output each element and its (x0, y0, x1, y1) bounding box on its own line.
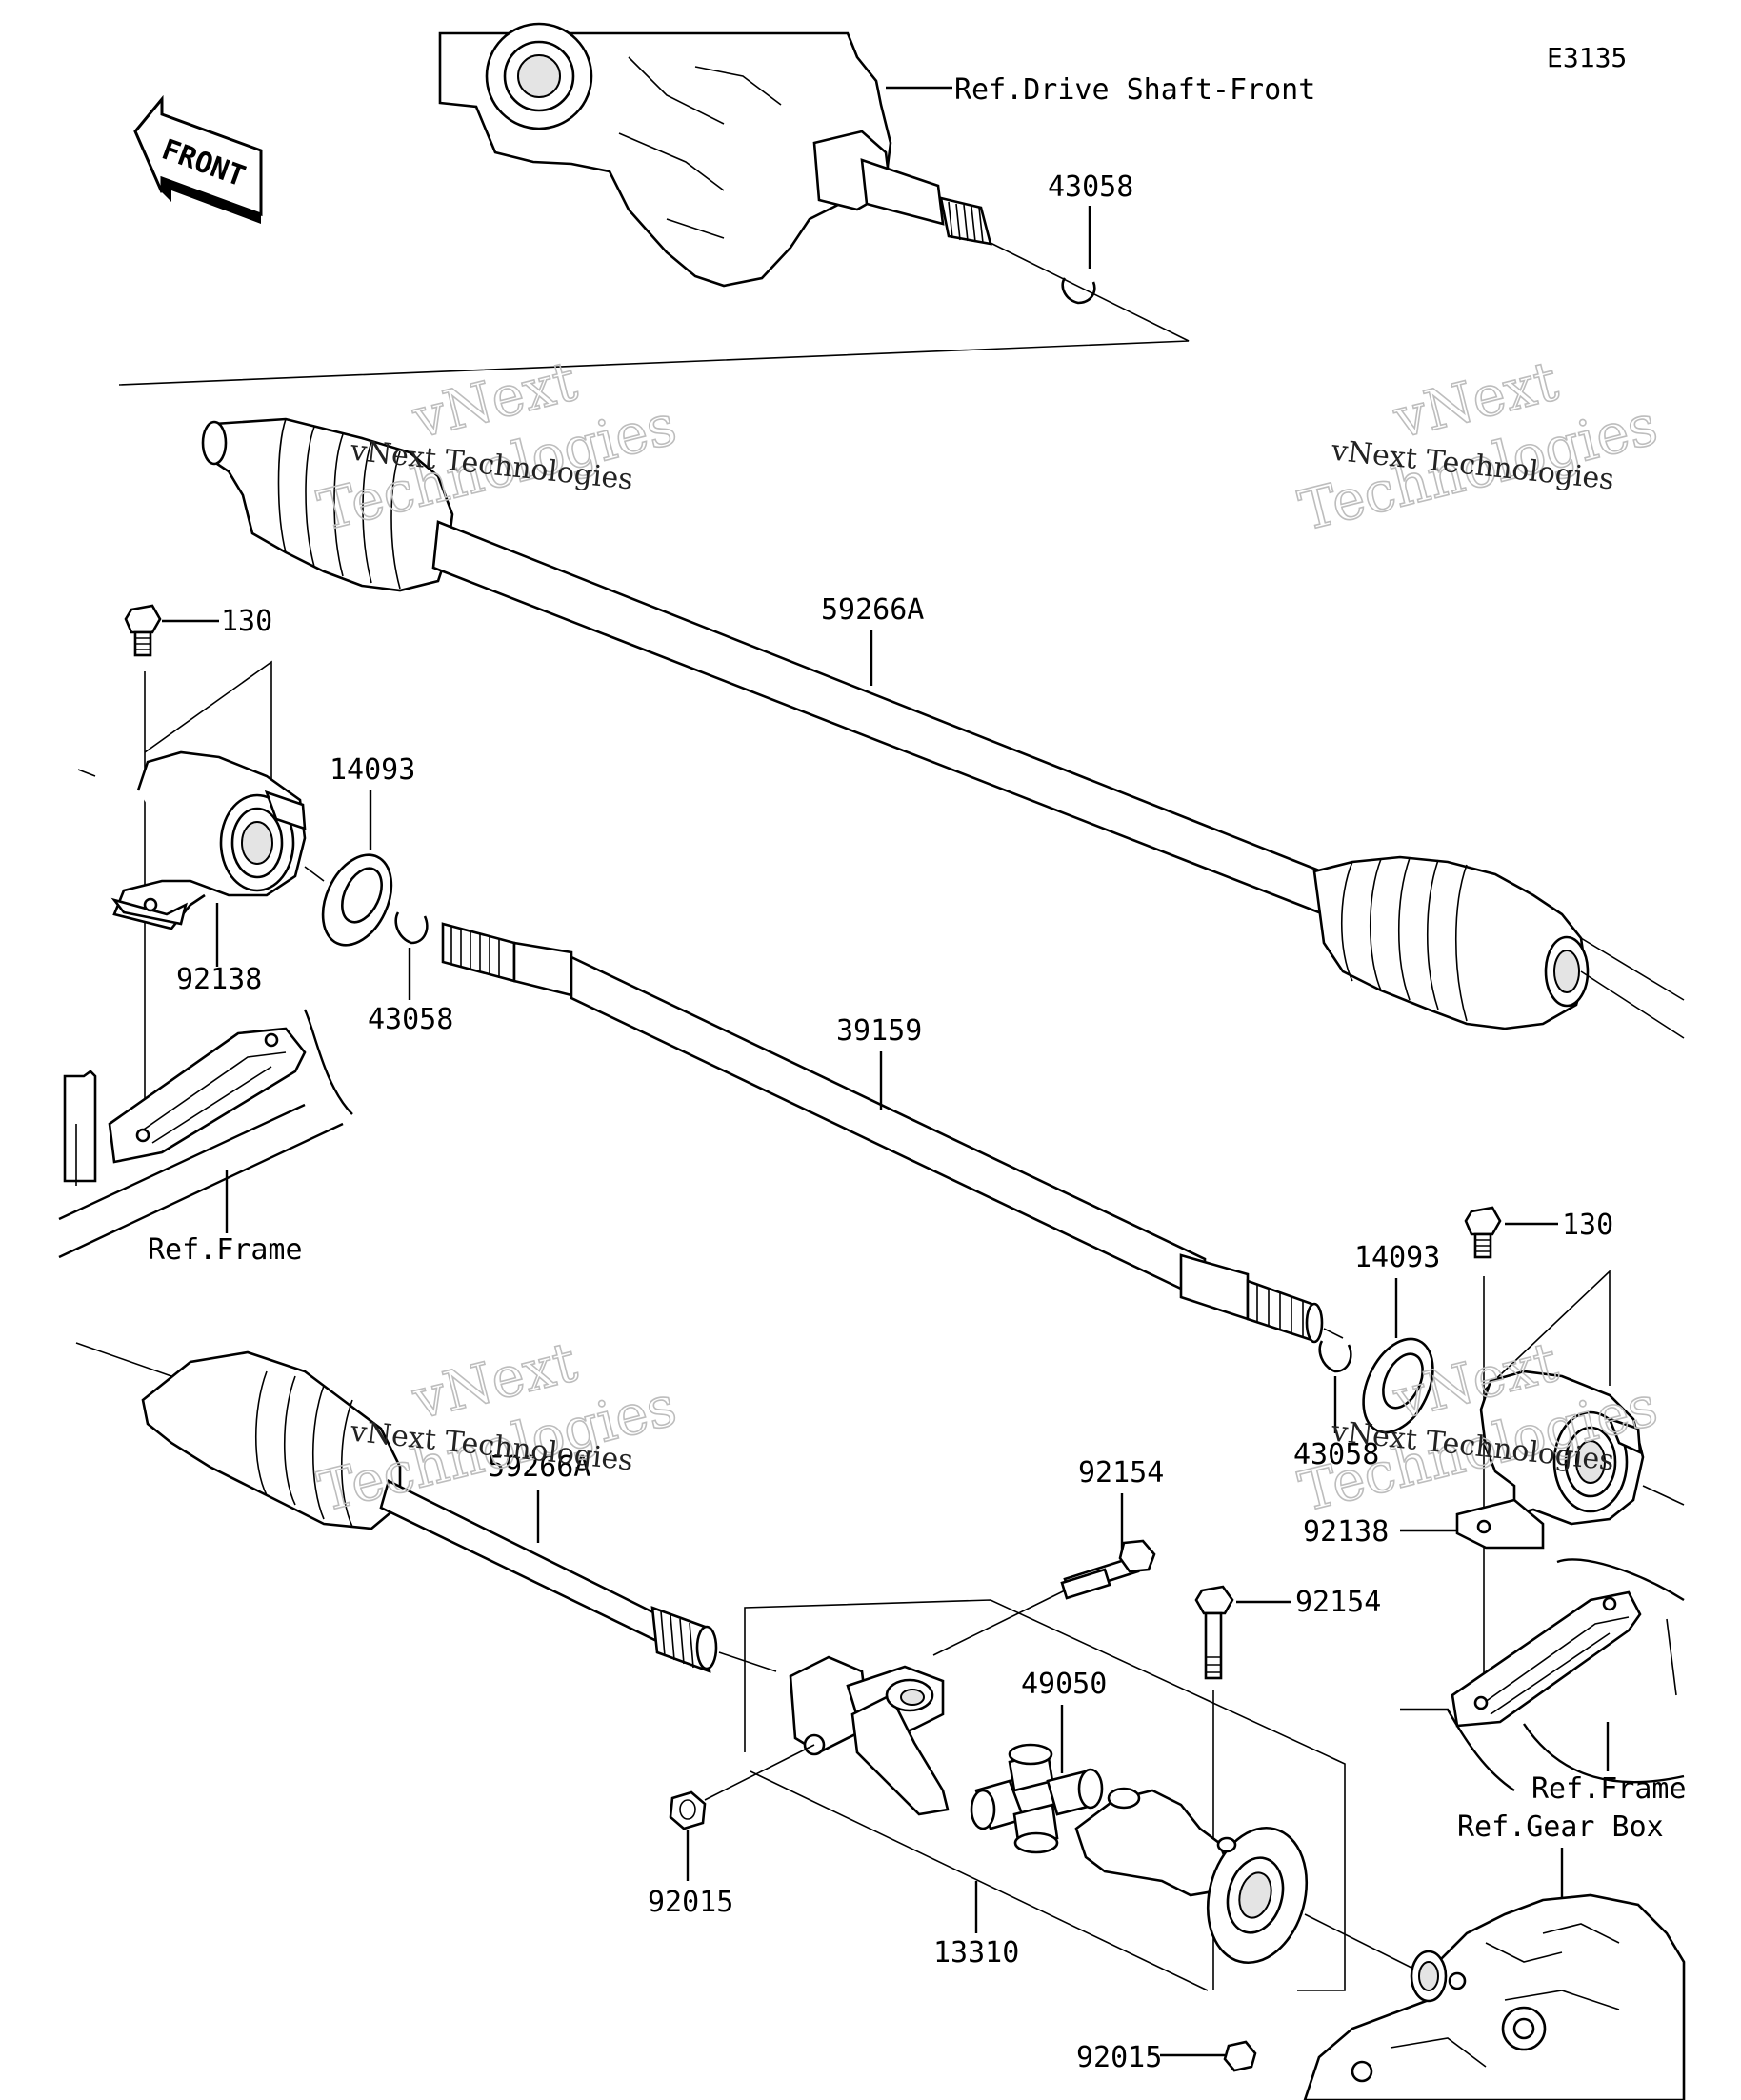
part-label-shaft-middle: 39159 (836, 1014, 922, 1048)
guide-line-middle-right (1323, 1328, 1344, 1339)
bolt-right (1464, 1206, 1502, 1259)
guide-line-bearing-right (1642, 1485, 1685, 1506)
part-label-circlip-left: 43058 (368, 1003, 453, 1036)
bracket-lines-right (1483, 1270, 1611, 1391)
spider-cross (970, 1743, 1104, 1854)
part-label-nut-left: 92015 (648, 1886, 733, 1919)
part-label-bolt-left: 130 (221, 605, 272, 638)
guide-line-bolt-yoke-1 (932, 1590, 1066, 1656)
front-differential-housing (438, 22, 992, 288)
part-label-washer-left: 14093 (330, 753, 415, 787)
part-label-bolt-yoke-2: 92154 (1295, 1586, 1381, 1619)
part-label-bearing-right: 92138 (1303, 1515, 1389, 1549)
bolt-yoke-2 (1194, 1585, 1234, 1680)
bearing-housing-right (1455, 1370, 1645, 1550)
upper-drive-shaft (201, 417, 1590, 1030)
washer-right (1362, 1337, 1434, 1434)
part-label-circlip-right: 43058 (1293, 1438, 1379, 1471)
part-label-bolt-yoke-1: 92154 (1078, 1456, 1164, 1490)
bearing-housing-left (110, 750, 307, 930)
circlip-left (394, 911, 429, 945)
part-label-nut-bottom: 92015 (1076, 2041, 1162, 2074)
middle-drive-shaft (441, 922, 1324, 1344)
nut-left (669, 1790, 707, 1830)
bracket-lines-left (77, 660, 272, 781)
bracket-joint-assembly-bottom (750, 1770, 1209, 1991)
nut-bottom (1223, 2040, 1257, 2072)
diagram-code: E3135 (1547, 42, 1627, 73)
circlip-right (1318, 1340, 1352, 1373)
guide-line-lower-right (718, 1651, 777, 1672)
watermark-3: vNext Technologies vNext Technologies (311, 1329, 684, 1526)
washer-left (321, 853, 393, 947)
part-label-bolt-right: 130 (1562, 1209, 1613, 1242)
guide-line-lower-left (75, 1342, 172, 1377)
part-label-shaft-lower: 59266A (488, 1450, 590, 1484)
guide-line-nut-left (704, 1744, 815, 1801)
ref-frame-left-label: Ref.Frame (148, 1233, 303, 1267)
part-label-shaft-upper: 59266A (821, 593, 924, 627)
circlip-top (1061, 277, 1096, 305)
part-label-spider: 49050 (1021, 1668, 1107, 1701)
yoke-left (789, 1655, 950, 1816)
bolt-yoke-1 (1060, 1539, 1156, 1600)
frame-right (1400, 1558, 1685, 1791)
guide-line-bearing-left (304, 866, 325, 882)
ref-gear-box-label: Ref.Gear Box (1457, 1810, 1664, 1844)
guide-line-flange (1304, 1913, 1430, 1977)
front-arrow-icon: FRONT (133, 94, 263, 224)
part-label-joint-assembly: 13310 (933, 1936, 1019, 1970)
part-label-bearing-left: 92138 (176, 963, 262, 996)
frame-left (58, 1009, 353, 1259)
bolt-left (124, 604, 162, 657)
part-label-circlip-top: 43058 (1048, 170, 1133, 204)
guide-line-upper-right (1580, 937, 1685, 1039)
bracket-joint-assembly-top (744, 1599, 1346, 1991)
ref-frame-right-label: Ref.Frame (1531, 1772, 1687, 1806)
watermark-2: vNext Technologies vNext Technologies (1292, 348, 1665, 545)
lower-drive-shaft (141, 1350, 718, 1673)
guide-line-top (118, 242, 1190, 386)
yoke-right-flange (1074, 1787, 1309, 1965)
part-label-washer-right: 14093 (1354, 1241, 1440, 1274)
ref-drive-shaft-front-label: Ref.Drive Shaft-Front (954, 73, 1315, 107)
gear-box-housing (1303, 1893, 1686, 2100)
